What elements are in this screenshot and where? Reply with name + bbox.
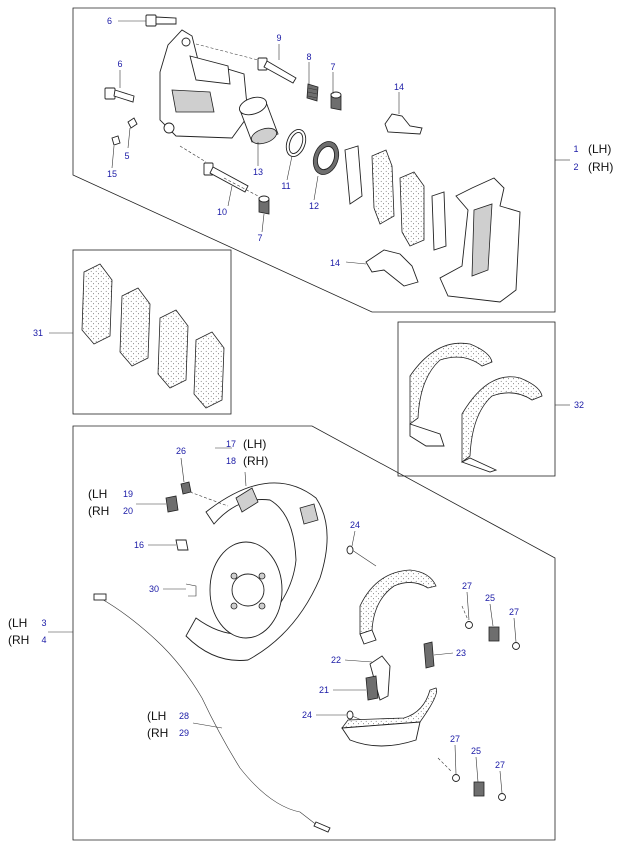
brake-pad-kit[interactable] <box>81 263 225 409</box>
label-rh-18: (RH) <box>243 454 268 468</box>
callout-16: 16 <box>134 540 144 550</box>
callout-12: 12 <box>309 201 319 211</box>
callout-31: 31 <box>33 328 43 338</box>
label-rh-2: (RH) <box>588 160 613 174</box>
label-lh-3: (LH <box>8 616 27 630</box>
leader-lines <box>48 20 570 794</box>
bleeder-cap[interactable] <box>111 135 121 146</box>
callout-9: 9 <box>276 33 281 43</box>
callout-4: 4 <box>41 635 46 645</box>
label-lh-17: (LH) <box>243 437 266 451</box>
return-spring-lower[interactable] <box>365 675 379 701</box>
hold-down-cups-upper[interactable] <box>465 621 520 650</box>
callout-32: 32 <box>574 400 584 410</box>
backing-nut-26[interactable] <box>180 481 192 495</box>
brake-shoe-lower[interactable] <box>341 687 438 747</box>
pad-clip-bottom[interactable] <box>365 249 419 287</box>
label-rh-20: (RH <box>88 504 109 518</box>
callout-6-left: 6 <box>117 59 122 69</box>
hold-down-cups-lower[interactable] <box>452 774 506 801</box>
callout-2: 2 <box>573 162 578 172</box>
callout-25-a: 25 <box>485 593 495 603</box>
callout-1: 1 <box>573 144 578 154</box>
return-spring-upper[interactable] <box>423 641 435 669</box>
guide-pin-upper[interactable] <box>257 57 297 84</box>
brake-pad-set-frame <box>72 249 232 415</box>
callout-27-b: 27 <box>509 607 519 617</box>
callout-22: 22 <box>331 655 341 665</box>
caliper-pads[interactable] <box>344 145 447 251</box>
piston-seal[interactable] <box>283 127 309 159</box>
callout-30: 30 <box>149 584 159 594</box>
caliper-body[interactable] <box>159 29 249 139</box>
bleeder-cap-lower[interactable] <box>258 195 270 215</box>
callout-27-d: 27 <box>495 760 505 770</box>
callout-18: 18 <box>226 456 236 466</box>
callout-21: 21 <box>319 685 329 695</box>
label-rh-4: (RH <box>8 633 29 647</box>
piston[interactable] <box>237 94 279 147</box>
callout-7-lower: 7 <box>257 233 262 243</box>
brake-shoe-upper[interactable] <box>359 569 437 645</box>
label-lh-1: (LH) <box>588 142 611 156</box>
callout-13: 13 <box>253 167 263 177</box>
callout-7-top: 7 <box>330 62 335 72</box>
callout-5: 5 <box>124 151 129 161</box>
dust-boot[interactable] <box>309 138 343 178</box>
callout-numbers: 6 9 8 7 6 14 5 15 13 11 12 10 7 14 31 32… <box>33 16 584 770</box>
callout-20: 20 <box>123 506 133 516</box>
callout-11: 11 <box>281 181 290 191</box>
caliper-bracket[interactable] <box>439 177 521 303</box>
callout-29: 29 <box>179 728 189 738</box>
bleeder-cap-upper[interactable] <box>330 91 342 111</box>
backing-nut-16[interactable] <box>175 539 189 551</box>
bleeder-screw[interactable] <box>127 117 138 129</box>
backing-bolt-19[interactable] <box>165 495 179 513</box>
callout-19: 19 <box>123 489 133 499</box>
backing-plate[interactable] <box>185 482 328 661</box>
callout-24-lower: 24 <box>302 710 312 720</box>
callout-25-b: 25 <box>471 746 481 756</box>
caliper-assembly-frame <box>72 7 556 313</box>
caliper-bolt-left[interactable] <box>104 87 135 103</box>
callout-28: 28 <box>179 711 189 721</box>
callout-27-c: 27 <box>450 734 460 744</box>
parking-shoe-kit[interactable] <box>409 342 543 473</box>
label-lh-19: (LH <box>88 487 107 501</box>
callout-14-lower: 14 <box>330 258 340 268</box>
callout-8: 8 <box>306 52 311 62</box>
parking-shoe-set-frame <box>397 321 556 477</box>
spring-clip-30[interactable] <box>185 583 197 597</box>
guide-pin-lower[interactable] <box>203 162 249 193</box>
callout-10: 10 <box>217 207 227 217</box>
pin-boot-spring[interactable] <box>306 83 319 102</box>
callout-26: 26 <box>176 446 186 456</box>
label-lh-28: (LH <box>147 709 166 723</box>
callout-3: 3 <box>41 618 46 628</box>
label-rh-29: (RH <box>147 726 168 740</box>
callout-14-top: 14 <box>394 82 404 92</box>
callout-6-top: 6 <box>107 16 112 26</box>
callout-17: 17 <box>226 439 236 449</box>
callout-15: 15 <box>107 169 117 179</box>
caliper-bolt-top[interactable] <box>145 14 177 27</box>
hold-down-pin-upper[interactable] <box>346 545 377 567</box>
callout-24-upper: 24 <box>350 520 360 530</box>
side-labels: 1 (LH) 2 (RH) 17 (LH) 18 (RH) 19 (LH 20 … <box>8 142 613 740</box>
parking-brake-cable[interactable] <box>93 593 331 833</box>
pad-clip-top[interactable] <box>384 113 423 135</box>
callout-27-a: 27 <box>462 581 472 591</box>
backing-plate-assembly-frame <box>72 425 556 841</box>
adjuster-lever[interactable] <box>369 655 391 701</box>
callout-23: 23 <box>456 648 466 658</box>
